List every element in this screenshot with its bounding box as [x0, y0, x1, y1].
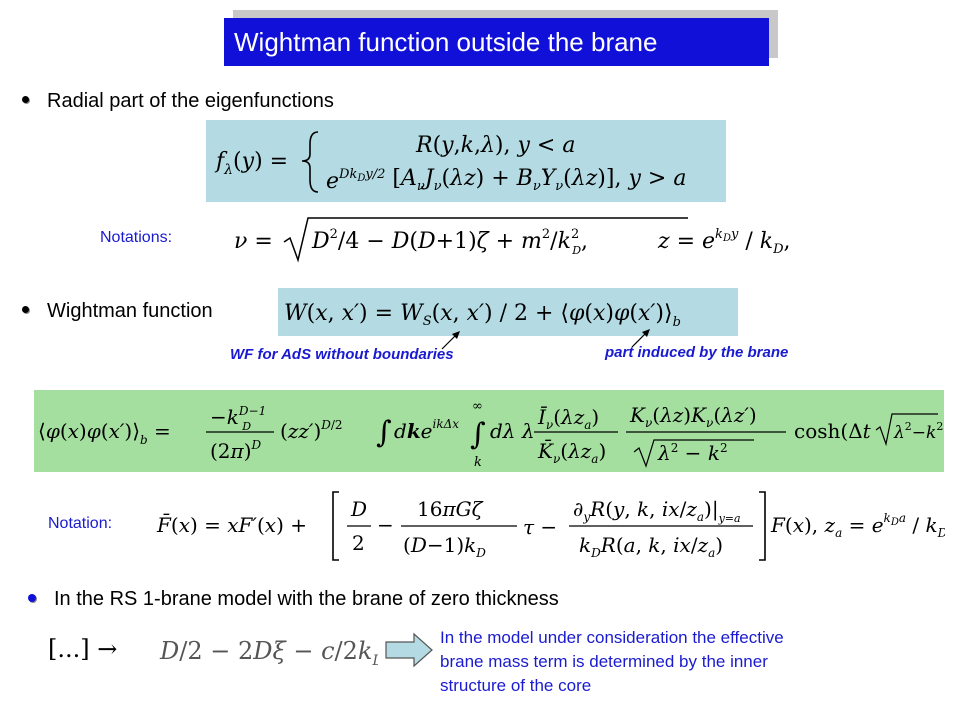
- bullet-rs-model-text: In the RS 1-brane model with the brane o…: [54, 588, 559, 610]
- svg-text:D/2 − 2Dξ − c/2kD: D/2 − 2Dξ − c/2kD: [159, 637, 378, 669]
- svg-text:⟨φ(x)φ(x′)⟩b =: ⟨φ(x)φ(x′)⟩b =: [38, 419, 171, 447]
- f-bar-formula: F̄(x) = xF′(x) + D 2 − 16πGζ (D−1)kD τ −…: [156, 491, 948, 561]
- svg-text:2: 2: [352, 531, 365, 555]
- svg-text:λ2 − k2: λ2 − k2: [657, 441, 728, 465]
- block-arrow-icon: [385, 632, 433, 668]
- svg-text:F̄(x) = xF′(x) +: F̄(x) = xF′(x) +: [156, 512, 307, 537]
- eigenfunction-equation: fλ(y) = R(y,k,λ), y < a eDkDy/2 [AνJν(λz…: [206, 120, 726, 202]
- svg-text:dλ λ: dλ λ: [490, 419, 535, 443]
- note-line-3: structure of the core: [440, 676, 592, 695]
- svg-text:kDR(a, k, ix/za): kDR(a, k, ix/za): [579, 533, 723, 560]
- svg-text:(2π)D: (2π)D: [210, 438, 262, 463]
- svg-text:W(x, x′) = WS(x, x′) / 2 + ⟨φ(: W(x, x′) = WS(x, x′) / 2 + ⟨φ(x)φ(x′)⟩b: [284, 301, 681, 330]
- svg-text:k: k: [474, 455, 482, 470]
- svg-text:Īν(λza): Īν(λza): [537, 405, 599, 432]
- bullet-wightman: Wightman function: [22, 300, 213, 323]
- wightman-equation: W(x, x′) = WS(x, x′) / 2 + ⟨φ(x)φ(x′)⟩b: [278, 288, 738, 336]
- svg-text:dkeikΔx: dkeikΔx: [394, 417, 459, 443]
- svg-text:16πGζ: 16πGζ: [417, 497, 484, 521]
- svg-text:D2/4 − D(D+1)ζ + m2/k2D,: D2/4 − D(D+1)ζ + m2/k2D,: [311, 227, 588, 257]
- svg-text:(D−1)kD: (D−1)kD: [403, 533, 486, 560]
- svg-text:Kν(λz)Kν(λz′): Kν(λz)Kν(λz′): [629, 403, 757, 430]
- svg-text:∞: ∞: [472, 399, 483, 414]
- svg-text:F(x), za = ekDa / kD: F(x), za = ekDa / kD: [770, 511, 945, 540]
- notation-equation: F̄(x) = xF′(x) + D 2 − 16πGζ (D−1)kD τ −…: [155, 486, 948, 566]
- rs-model-equation: [...] → D/2 − 2Dξ − c/2kD: [48, 625, 384, 675]
- rs-model-formula: [...] → D/2 − 2Dξ − c/2kD: [48, 635, 384, 669]
- svg-text:ν =: ν =: [234, 229, 273, 254]
- note-line-1: In the model under consideration the eff…: [440, 628, 784, 647]
- svg-text:λ2−k2): λ2−k2): [893, 420, 944, 443]
- notation-label: Notation:: [48, 515, 113, 532]
- annotation-arrows: [441, 329, 650, 350]
- page-title: Wightman function outside the brane: [224, 18, 769, 66]
- effective-mass-note: In the model under consideration the eff…: [440, 626, 784, 698]
- note-line-2: brane mass term is determined by the inn…: [440, 652, 768, 671]
- svg-text:cosh(Δt: cosh(Δt: [794, 419, 872, 443]
- svg-text:∫: ∫: [470, 417, 486, 452]
- notations-label: Notations:: [100, 229, 173, 246]
- bullet-radial-text: Radial part of the eigenfunctions: [47, 90, 334, 112]
- wf-ads-label: WF for AdS without boundaries: [230, 346, 454, 363]
- bullet-radial: Radial part of the eigenfunctions: [22, 90, 334, 113]
- svg-text:∂yR(y, k, ix/za)|y=a: ∂yR(y, k, ix/za)|y=a: [573, 497, 741, 525]
- bullet-dot-icon: [22, 306, 29, 314]
- svg-text:z = ekDy / kD,: z = ekDy / kD,: [657, 227, 791, 257]
- svg-text:−: −: [377, 513, 394, 537]
- svg-text:eDkDy/2 [AνJν(λz) + BνYν(λz)],: eDkDy/2 [AνJν(λz) + BνYν(λz)], y > a: [326, 166, 686, 194]
- svg-text:−kD−1D: −kD−1D: [210, 404, 266, 433]
- bullet-dot-icon: [22, 96, 29, 104]
- svg-text:K̄ν(λza): K̄ν(λza): [537, 438, 606, 466]
- bullet-dot-icon: [28, 593, 36, 602]
- bullet-wightman-text: Wightman function: [47, 300, 213, 322]
- bullet-rs-model: In the RS 1-brane model with the brane o…: [28, 588, 559, 611]
- svg-text:fλ(y) =: fλ(y) =: [214, 149, 288, 178]
- svg-text:[...] →: [...] →: [48, 635, 117, 663]
- svg-text:(zz′)D/2: (zz′)D/2: [280, 418, 343, 443]
- svg-text:∫: ∫: [376, 415, 392, 450]
- svg-text:τ −: τ −: [523, 515, 557, 539]
- wightman-formula: W(x, x′) = WS(x, x′) / 2 + ⟨φ(x)φ(x′)⟩b: [284, 301, 681, 330]
- svg-text:D: D: [350, 497, 367, 521]
- eigenfunction-formula: fλ(y) = R(y,k,λ), y < a eDkDy/2 [AνJν(λz…: [214, 131, 686, 194]
- svg-text:R(y,k,λ), y < a: R(y,k,λ), y < a: [415, 133, 575, 158]
- part-induced-label: part induced by the brane: [605, 344, 789, 361]
